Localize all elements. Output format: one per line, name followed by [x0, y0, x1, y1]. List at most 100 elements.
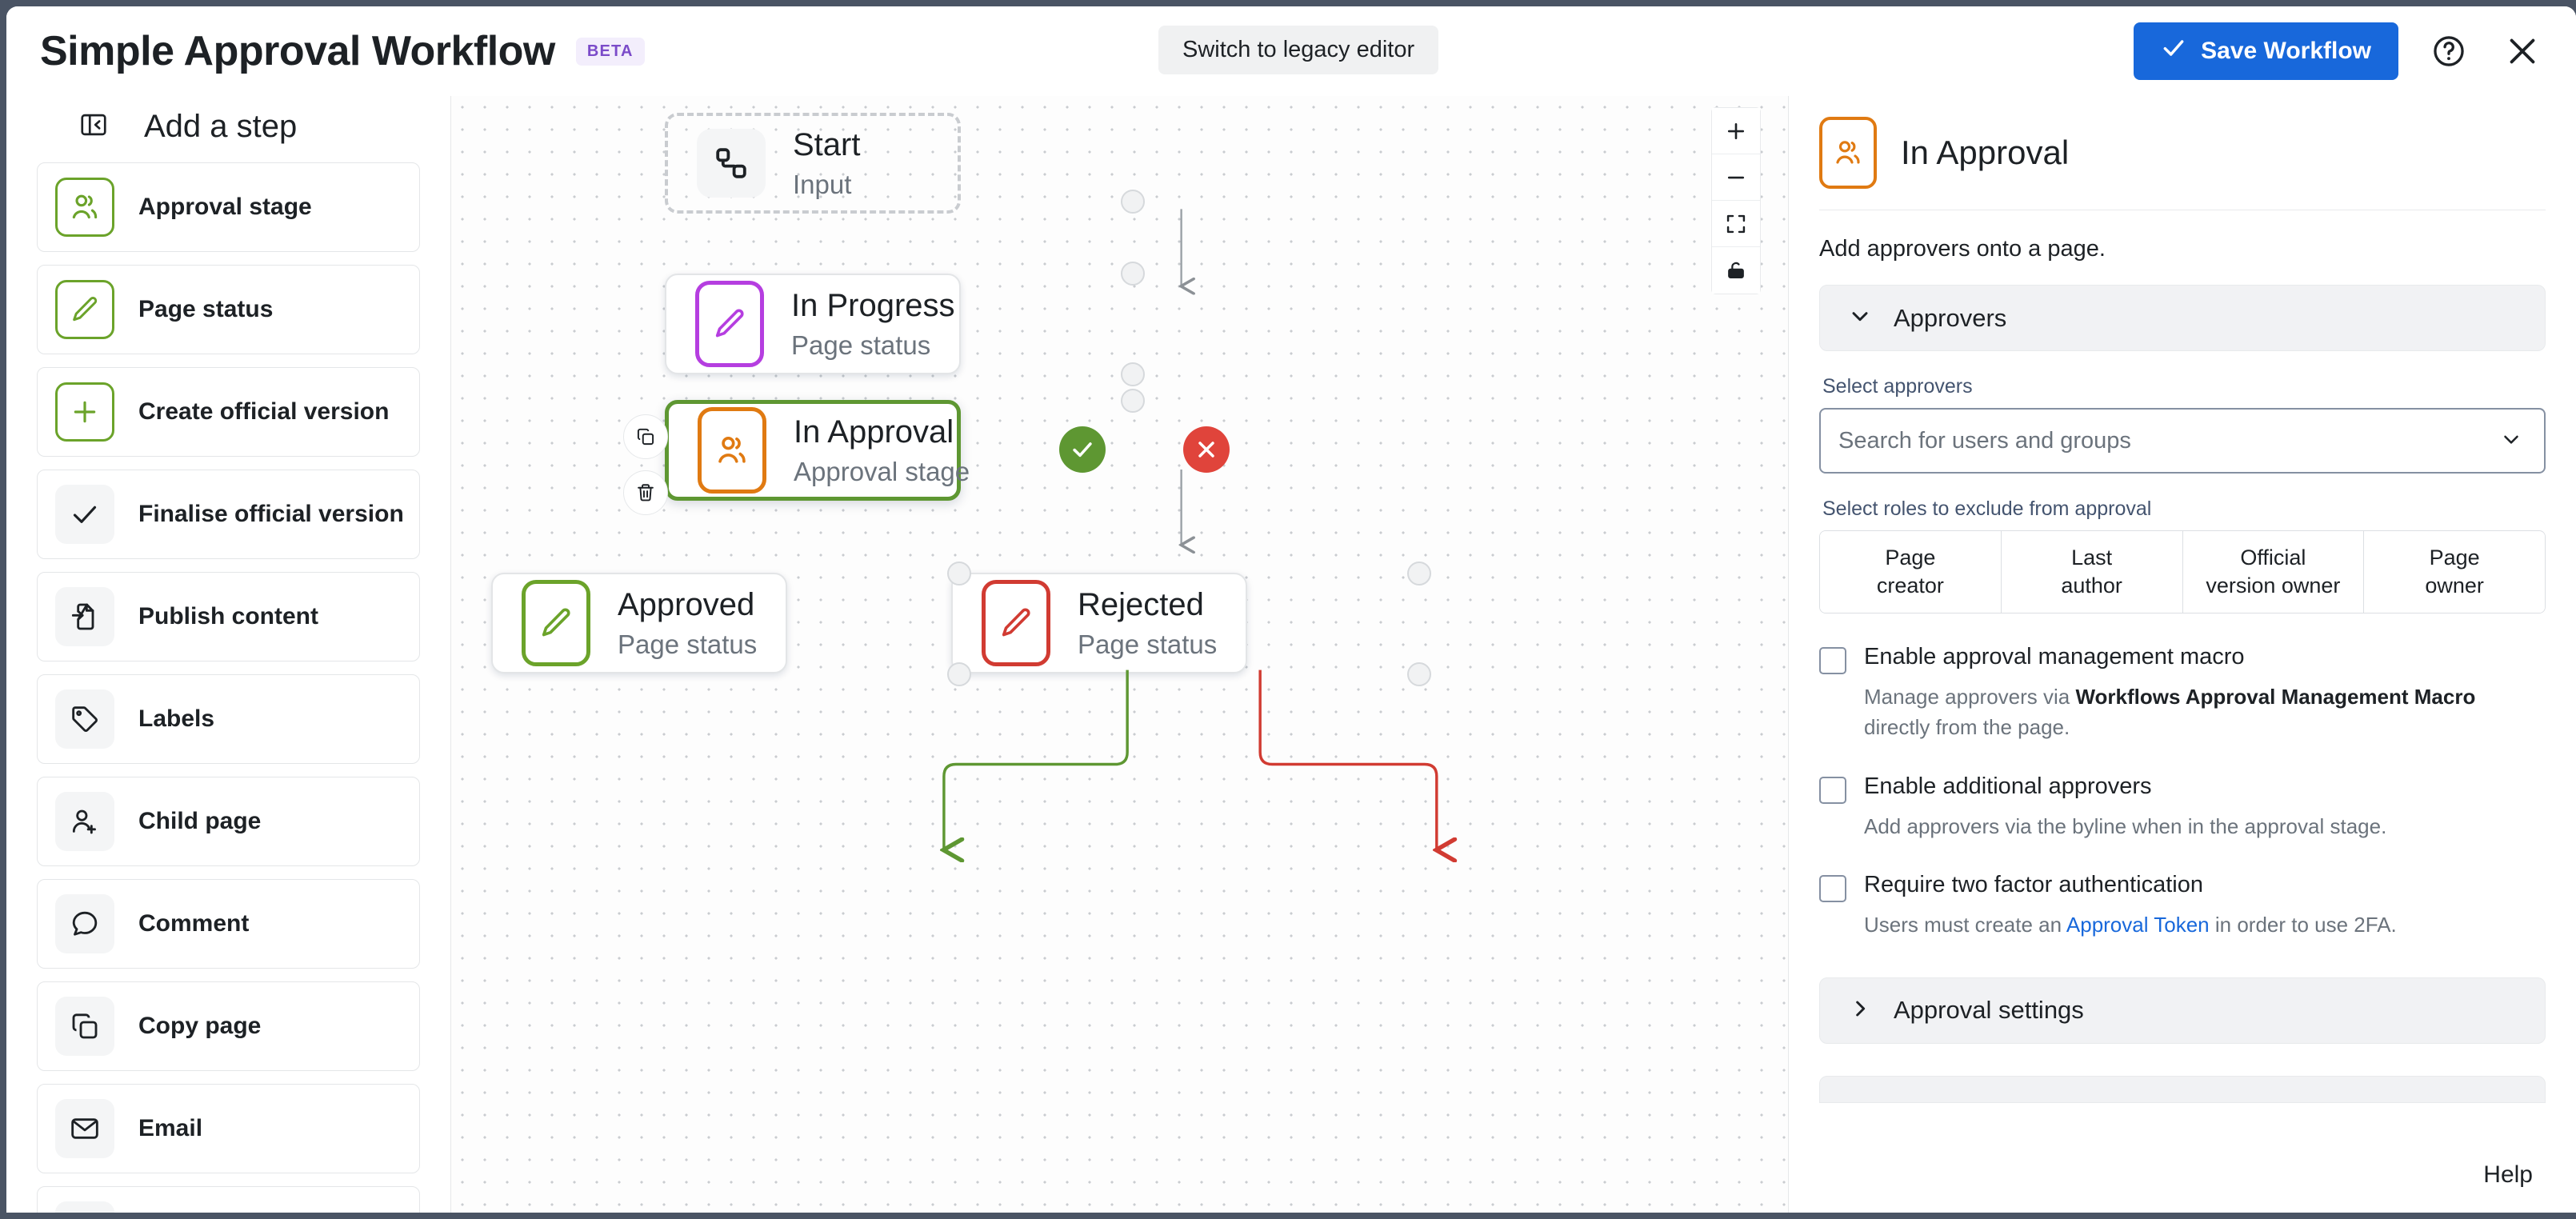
reject-branch-badge[interactable]: [1183, 426, 1230, 473]
sidebar-item-label: Copy page: [138, 1013, 262, 1039]
check-icon: [2161, 35, 2186, 67]
handle-rejected-target[interactable]: [1407, 562, 1431, 586]
approval-settings-accordion-header[interactable]: Approval settings: [1819, 977, 2546, 1044]
sidebar-item-label: Child page: [138, 808, 262, 834]
node-subtitle: Page status: [618, 629, 758, 659]
workflow-editor-window: Simple Approval Workflow BETA Switch to …: [6, 6, 2576, 1213]
panel-collapse-icon[interactable]: [78, 110, 109, 144]
approve-branch-badge[interactable]: [1059, 426, 1106, 473]
fit-view-button[interactable]: [1712, 201, 1760, 247]
zoom-in-button[interactable]: [1712, 108, 1760, 154]
check-icon: [55, 485, 114, 544]
plus-icon: [55, 382, 114, 442]
role-page-owner[interactable]: Page owner: [2364, 531, 2545, 613]
node-rejected[interactable]: Rejected Page status: [951, 573, 1247, 673]
checkbox-row-approval-management-macro[interactable]: Enable approval management macro: [1819, 644, 2546, 675]
chevron-down-icon: [1847, 303, 1873, 333]
node-subtitle: Page status: [791, 330, 931, 360]
delete-node-button[interactable]: [623, 470, 668, 515]
handle-rejected-source[interactable]: [1407, 662, 1431, 686]
select-approvers-placeholder: Search for users and groups: [1838, 427, 2131, 454]
collapsed-section-stub[interactable]: [1819, 1075, 2546, 1103]
additional-approvers-help: Add approvers via the byline when in the…: [1864, 813, 2387, 838]
node-text: In Progress Page status: [791, 288, 955, 361]
panel-title: In Approval: [1901, 134, 2070, 171]
tag-icon: [55, 689, 114, 749]
envelope-icon: [55, 1099, 114, 1158]
switch-legacy-editor-button[interactable]: Switch to legacy editor: [1158, 26, 1439, 74]
additional-approvers-checkbox[interactable]: [1819, 776, 1846, 804]
sidebar-item-email[interactable]: Email: [37, 1084, 420, 1173]
beta-badge: BETA: [575, 37, 645, 66]
node-in-approval[interactable]: In Approval Approval stage: [665, 400, 970, 501]
pencil-icon: [522, 580, 590, 666]
checkbox-label: Require two factor authentication: [1864, 872, 2203, 898]
sidebar-item-page-status[interactable]: Page status: [37, 265, 420, 354]
node-in-progress[interactable]: In Progress Page status: [665, 274, 961, 374]
handle-in-progress-source[interactable]: [1121, 362, 1145, 386]
handle-start-source[interactable]: [1121, 190, 1145, 214]
top-bar-actions: Save Workflow: [2134, 6, 2546, 96]
approvers-accordion-header[interactable]: Approvers: [1819, 285, 2546, 351]
sidebar-item-finalise-official-version[interactable]: Finalise official version: [37, 470, 420, 559]
select-approvers-input[interactable]: Search for users and groups: [1819, 408, 2546, 474]
workflow-canvas[interactable]: Start Input In Progress Page status: [451, 96, 1789, 1213]
zoom-out-button[interactable]: [1712, 154, 1760, 201]
handle-in-progress-target[interactable]: [1121, 262, 1145, 286]
role-page-creator[interactable]: Page creator: [1820, 531, 2002, 613]
node-subtitle: Input: [793, 169, 852, 199]
sidebar-title: Add a step: [144, 109, 298, 144]
sidebar-item-approval-stage[interactable]: Approval stage: [37, 162, 420, 252]
approval-token-link[interactable]: Approval Token: [2066, 913, 2210, 937]
node-title: In Approval: [794, 414, 954, 450]
node-subtitle: Page status: [1078, 629, 1218, 659]
node-title: Start: [793, 126, 861, 162]
role-official-version-owner[interactable]: Official version owner: [2182, 531, 2365, 613]
node-title: In Progress: [791, 287, 955, 323]
panel-body: Add approvers onto a page. Approvers Sel…: [1789, 210, 2576, 1161]
canvas-zoom-controls: [1711, 107, 1761, 294]
handle-approved-target[interactable]: [947, 562, 971, 586]
node-text: Rejected Page status: [1078, 587, 1217, 660]
sidebar-item-child-page[interactable]: Child page: [37, 777, 420, 866]
checkbox-row-two-factor-authentication[interactable]: Require two factor authentication: [1819, 872, 2546, 903]
sidebar-item-partial[interactable]: [37, 1186, 420, 1213]
sidebar-item-copy-page[interactable]: Copy page: [37, 981, 420, 1071]
lock-view-button[interactable]: [1712, 247, 1760, 294]
save-workflow-button[interactable]: Save Workflow: [2134, 22, 2398, 80]
role-last-author[interactable]: Last author: [2001, 531, 2183, 613]
sidebar-item-create-official-version[interactable]: Create official version: [37, 367, 420, 457]
title-group: Simple Approval Workflow BETA: [6, 27, 645, 75]
close-icon[interactable]: [2499, 28, 2546, 74]
pencil-icon: [695, 281, 764, 367]
sidebar-item-labels[interactable]: Labels: [37, 674, 420, 764]
node-start[interactable]: Start Input: [665, 113, 961, 214]
sidebar-header: Add a step: [6, 96, 450, 162]
exclude-roles-group: Page creator Last author Official versio…: [1819, 530, 2546, 614]
node-text: In Approval Approval stage: [794, 414, 970, 487]
panel-footer: Help: [1789, 1161, 2576, 1213]
sidebar-item-label: Email: [138, 1115, 203, 1141]
users-icon: [1819, 117, 1877, 189]
sidebar-item-comment[interactable]: Comment: [37, 879, 420, 969]
sidebar-item-label: Approval stage: [138, 194, 312, 220]
two-factor-authentication-help: Users must create an Approval Token in o…: [1864, 913, 2397, 937]
node-approved[interactable]: Approved Page status: [491, 573, 787, 673]
approval-settings-label: Approval settings: [1894, 996, 2084, 1025]
checkbox-label: Enable approval management macro: [1864, 644, 2245, 670]
sidebar-item-publish-content[interactable]: Publish content: [37, 572, 420, 661]
exclude-roles-label: Select roles to exclude from approval: [1822, 498, 2152, 520]
handle-approved-source[interactable]: [947, 662, 971, 686]
approval-management-macro-checkbox[interactable]: [1819, 647, 1846, 675]
step-config-panel: In Approval Add approvers onto a page. A…: [1789, 96, 2576, 1213]
node-subtitle: Approval stage: [794, 456, 970, 486]
checkbox-row-additional-approvers[interactable]: Enable additional approvers: [1819, 773, 2546, 804]
panel-header: In Approval: [1789, 96, 2576, 189]
comment-icon: [55, 894, 114, 953]
handle-in-approval-target[interactable]: [1121, 389, 1145, 413]
two-factor-authentication-checkbox[interactable]: [1819, 875, 1846, 903]
help-circle-icon[interactable]: [2426, 28, 2472, 74]
help-link[interactable]: Help: [2483, 1161, 2533, 1188]
duplicate-node-button[interactable]: [623, 414, 668, 459]
node-title: Approved: [618, 586, 755, 622]
